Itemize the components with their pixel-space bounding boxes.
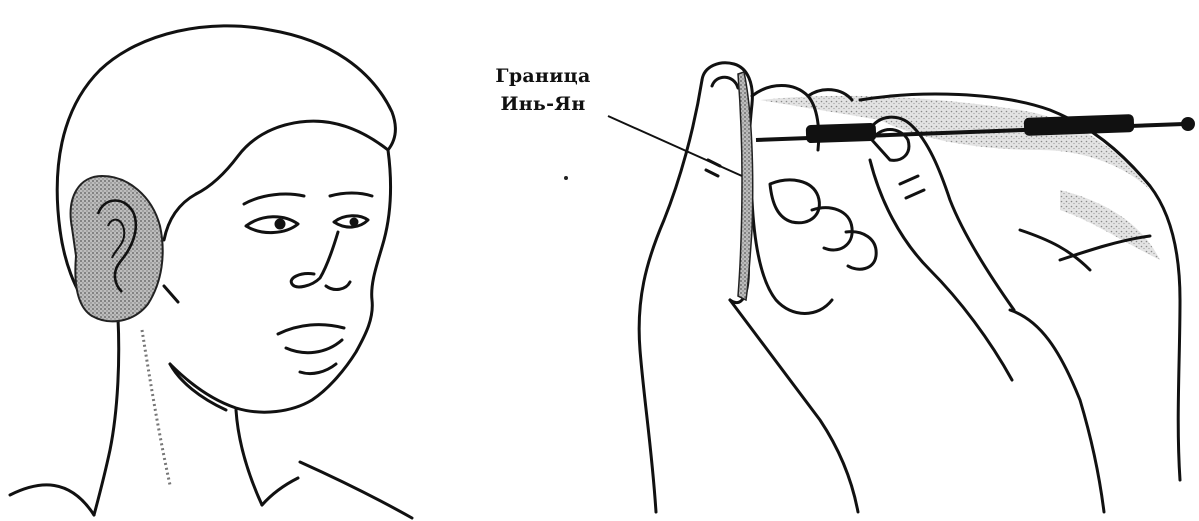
shoulder-right [300,462,412,518]
hair-side [164,194,196,240]
left-eyebrow [244,194,304,204]
probe-tip [1181,117,1195,131]
nose [291,232,338,287]
stray-dot [564,176,568,180]
knuckle-line [1020,230,1090,270]
curled-fingers [770,180,819,223]
thumb-nail [712,77,738,88]
label-line-2: Инь-Ян [468,90,618,118]
left-eye [246,217,298,233]
right-pupil [351,219,357,225]
clavicle [262,478,298,505]
pressing-finger-under [870,160,1012,380]
chin-line [300,364,336,374]
hair-fringe [196,121,388,194]
left-pupil [276,220,284,228]
shoulder-left [10,485,94,515]
neck-right [236,410,262,505]
finger-creases [900,176,924,198]
label-leader-line [608,116,742,176]
probe-grip-right [1024,114,1135,136]
right-eyebrow [330,193,372,196]
shaded-ear [71,176,163,321]
head-figure [10,26,412,518]
upper-lip [278,325,344,334]
hand-back-lower [1010,310,1104,512]
lower-lip [286,340,342,353]
probe-grip-left [806,123,877,143]
ear-tab [164,286,178,302]
yin-yang-boundary-label: Граница Инь-Ян [468,62,618,118]
neck-left [94,318,119,515]
nostril [326,282,350,289]
label-line-1: Граница [468,62,618,90]
dotted-neck-line [142,330,170,485]
palm-right [730,300,858,512]
